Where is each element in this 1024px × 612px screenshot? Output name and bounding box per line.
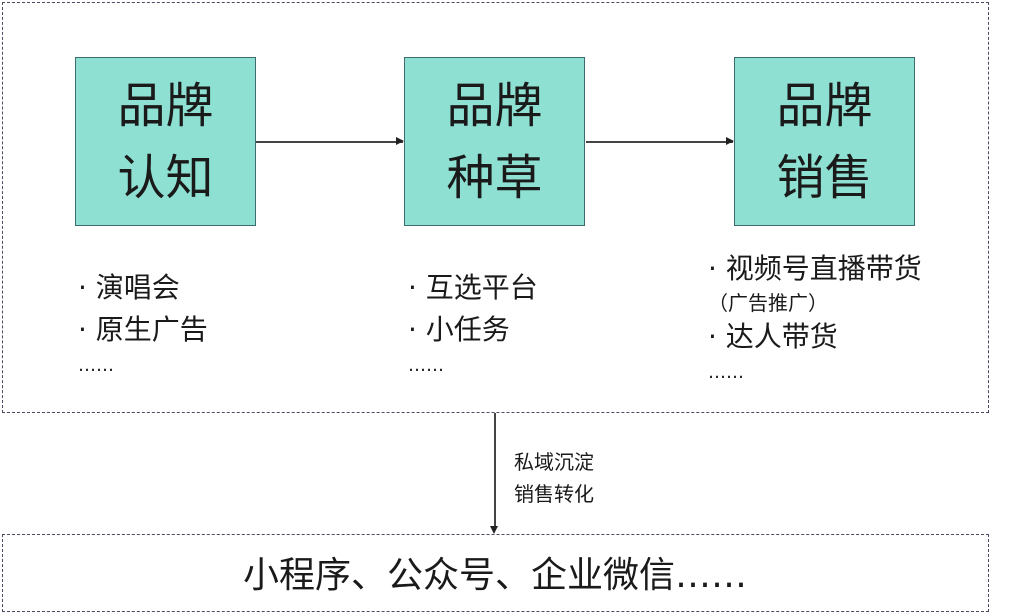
list-item: · 互选平台 bbox=[408, 271, 538, 304]
stage-list-seeding: · 互选平台 · 小任务 …… bbox=[408, 267, 538, 381]
stage-title-line: 品牌 bbox=[446, 77, 543, 134]
stage-title-line: 销售 bbox=[776, 149, 873, 206]
list-more: …… bbox=[78, 355, 114, 376]
arrow-down bbox=[491, 413, 497, 534]
stage-box-sales: 品牌销售 bbox=[734, 57, 915, 226]
list-item: · 视频号直播带货 bbox=[708, 252, 922, 285]
list-item: · 达人带货 bbox=[708, 320, 838, 353]
connector-label-line: 销售转化 bbox=[514, 482, 594, 506]
stage-box-seeding: 品牌种草 bbox=[404, 57, 585, 226]
stage-list-sales: · 视频号直播带货 （广告推广） · 达人带货 …… bbox=[708, 248, 922, 388]
list-item-note: （广告推广） bbox=[708, 291, 828, 315]
connector-label: 私域沉淀 销售转化 bbox=[514, 446, 594, 510]
list-more: …… bbox=[708, 362, 744, 383]
list-item: · 演唱会 bbox=[78, 271, 180, 304]
stages-container bbox=[2, 2, 989, 413]
stage-title-line: 种草 bbox=[446, 149, 543, 206]
list-item: · 小任务 bbox=[408, 313, 510, 346]
arrow-right bbox=[586, 138, 734, 144]
list-more: …… bbox=[408, 355, 444, 376]
list-item: · 原生广告 bbox=[78, 313, 208, 346]
arrow-right bbox=[256, 138, 404, 144]
stage-title-line: 品牌 bbox=[776, 77, 873, 134]
private-domain-channels: 小程序、公众号、企业微信…… bbox=[242, 555, 747, 596]
stage-title-line: 认知 bbox=[117, 149, 214, 206]
stage-title-line: 品牌 bbox=[117, 77, 214, 134]
stage-list-awareness: · 演唱会 · 原生广告 …… bbox=[78, 267, 208, 381]
connector-label-line: 私域沉淀 bbox=[514, 450, 594, 474]
stage-box-awareness: 品牌认知 bbox=[75, 57, 256, 226]
